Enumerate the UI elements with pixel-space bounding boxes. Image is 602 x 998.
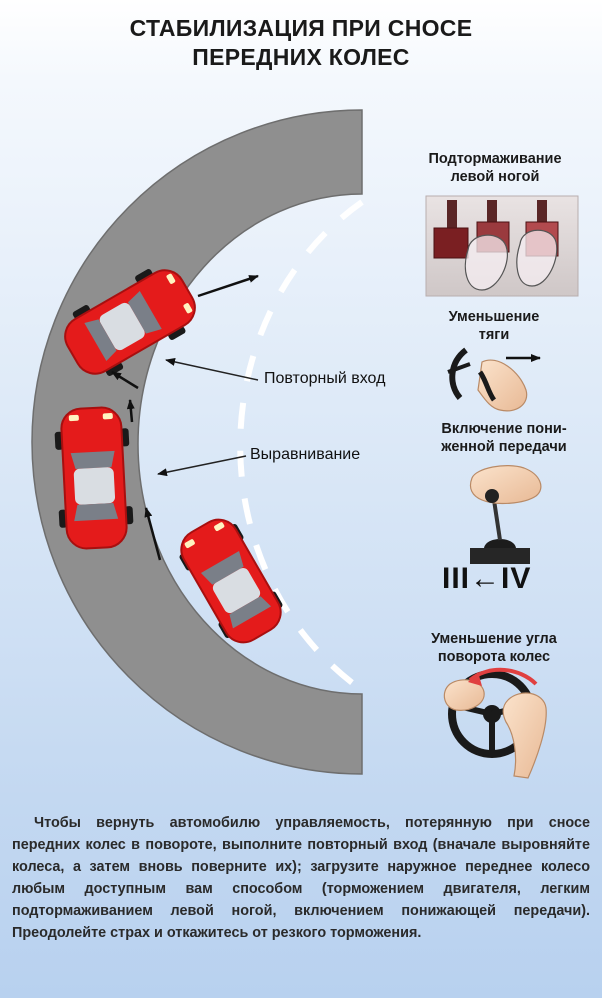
steering-wheel-icon	[443, 667, 547, 779]
step-label-braking-line-2: левой ногой	[450, 169, 540, 185]
title-line-1: СТАБИЛИЗАЦИЯ ПРИ СНОСЕ	[129, 15, 473, 41]
lane-center-dashes	[237, 199, 364, 693]
gear-from: III	[442, 562, 471, 595]
motion-arrows	[111, 274, 259, 561]
step-label-steering-line-2: поворота колес	[437, 649, 551, 665]
step-label-steering-line-1: Уменьшение угла	[431, 631, 557, 647]
step-label-steering: Уменьшение угла поворота колес	[394, 630, 594, 666]
step-label-throttle-line-1: Уменьшение	[448, 309, 540, 325]
label-re-entry: Повторный вход	[264, 370, 386, 387]
gear-to: IV	[501, 562, 532, 595]
page-title: СТАБИЛИЗАЦИЯ ПРИ СНОСЕ ПЕРЕДНИХ КОЛЕС	[0, 14, 602, 72]
accelerator-foot-icon	[447, 347, 541, 412]
step-label-downshift-line-2: женной передачи	[441, 439, 567, 455]
label-pointers	[157, 358, 259, 477]
car-aligned	[54, 406, 134, 550]
step-label-downshift: Включение пони- женной передачи	[404, 420, 602, 456]
description-text: Чтобы вернуть автомобилю управляемость, …	[12, 815, 590, 941]
step-label-braking-line-1: Подтормаживание	[428, 151, 562, 167]
step-label-downshift-line-1: Включение пони-	[441, 421, 567, 437]
gear-shift-icon	[469, 465, 542, 564]
step-label-braking: Подтормаживание левой ногой	[395, 150, 595, 186]
title-line-2: ПЕРЕДНИХ КОЛЕС	[192, 44, 410, 70]
label-alignment: Выравнивание	[250, 446, 361, 463]
pedals-icon	[425, 195, 579, 297]
gear-change-label: III←IV	[442, 562, 531, 596]
step-label-throttle: Уменьшение тяги	[394, 308, 594, 344]
car-entering	[179, 518, 283, 644]
car-re-entry	[64, 269, 196, 376]
step-label-throttle-line-2: тяги	[478, 327, 510, 343]
gear-arrow: ←	[470, 562, 502, 595]
